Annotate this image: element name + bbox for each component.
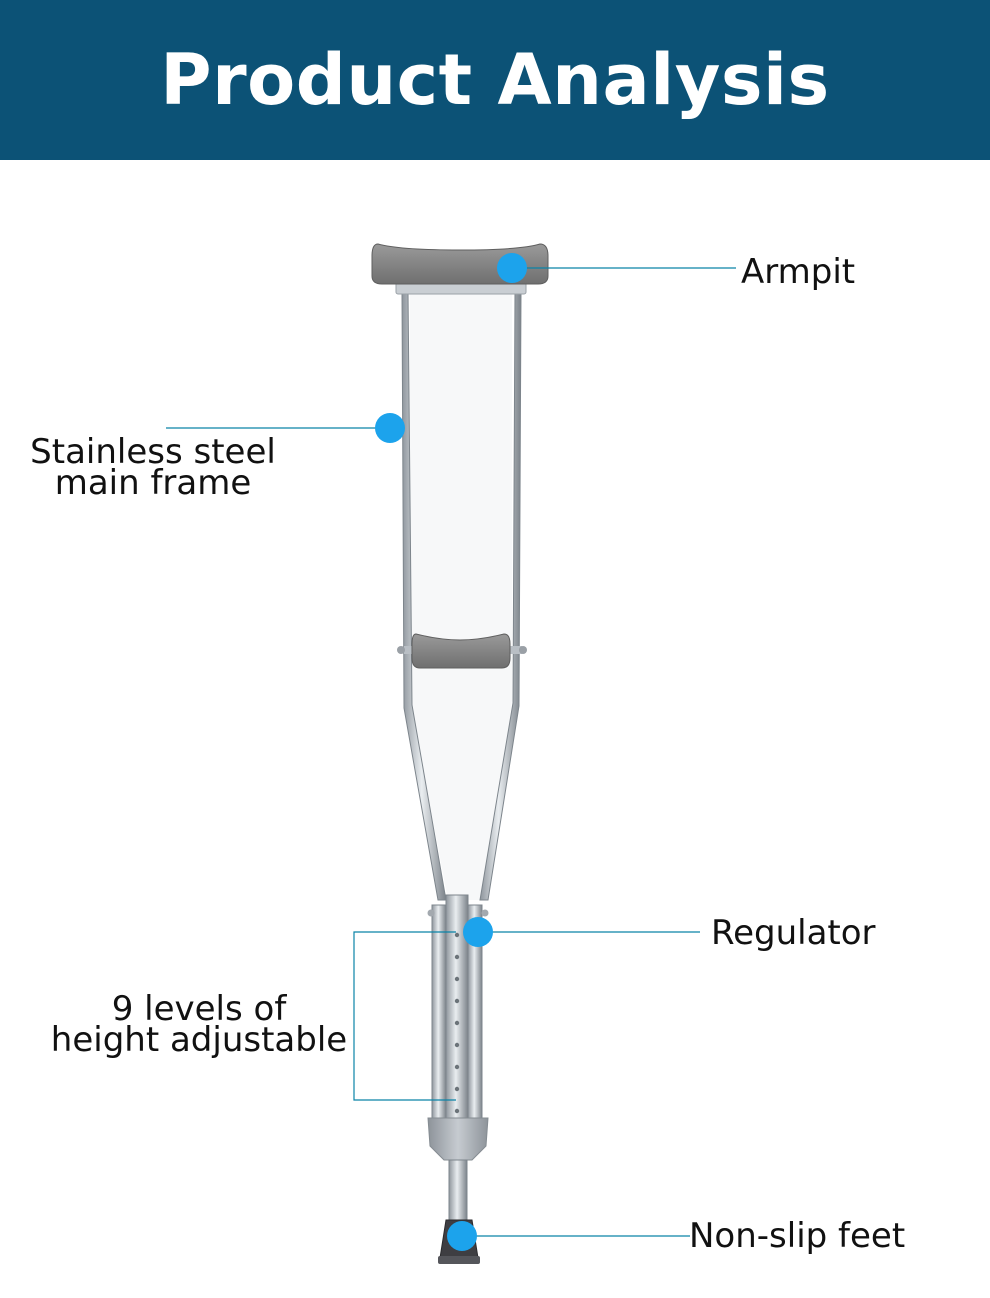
feet-label: Non-slip feet [689,1216,906,1256]
main-frame-label: Stainless steel main frame [30,432,276,503]
crutch-illustration [371,243,549,1264]
feet-marker [447,1221,477,1251]
callout-markers [375,253,527,1251]
main-frame-label-line-1: Stainless steel [30,432,276,472]
height-bracket [353,931,456,1101]
height-label: 9 levels of height adjustable [46,989,352,1060]
height-label-line-2: height adjustable [50,1020,348,1060]
regulator-marker [463,917,493,947]
main-frame-label-line-2: main frame [54,463,252,503]
armpit-label: Armpit [741,252,856,292]
collar [427,1117,489,1161]
page-title: Product Analysis [160,39,830,121]
hand-grip [411,633,511,669]
height-label-line-1: 9 levels of [111,989,287,1029]
leader-lines [166,267,736,1237]
armpit-marker [497,253,527,283]
adjustment-holes [454,932,460,1114]
main-frame-marker [375,413,405,443]
regulator-label: Regulator [711,913,876,953]
header-banner: Product Analysis [0,0,990,160]
